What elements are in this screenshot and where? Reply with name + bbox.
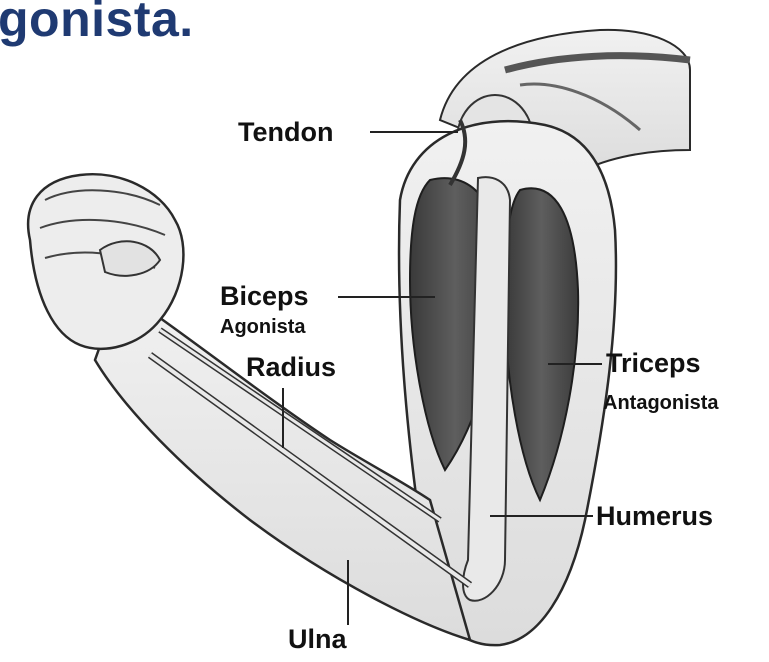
slide-heading: gonista. [0,0,194,44]
label-biceps: Biceps [220,283,309,310]
label-ulna: Ulna [288,626,347,653]
label-biceps-role: Agonista [220,317,306,337]
label-humerus: Humerus [596,503,713,530]
label-triceps-role: Antagonista [603,393,719,413]
label-tendon: Tendon [238,119,333,146]
label-radius: Radius [246,354,336,381]
label-triceps: Triceps [606,350,701,377]
